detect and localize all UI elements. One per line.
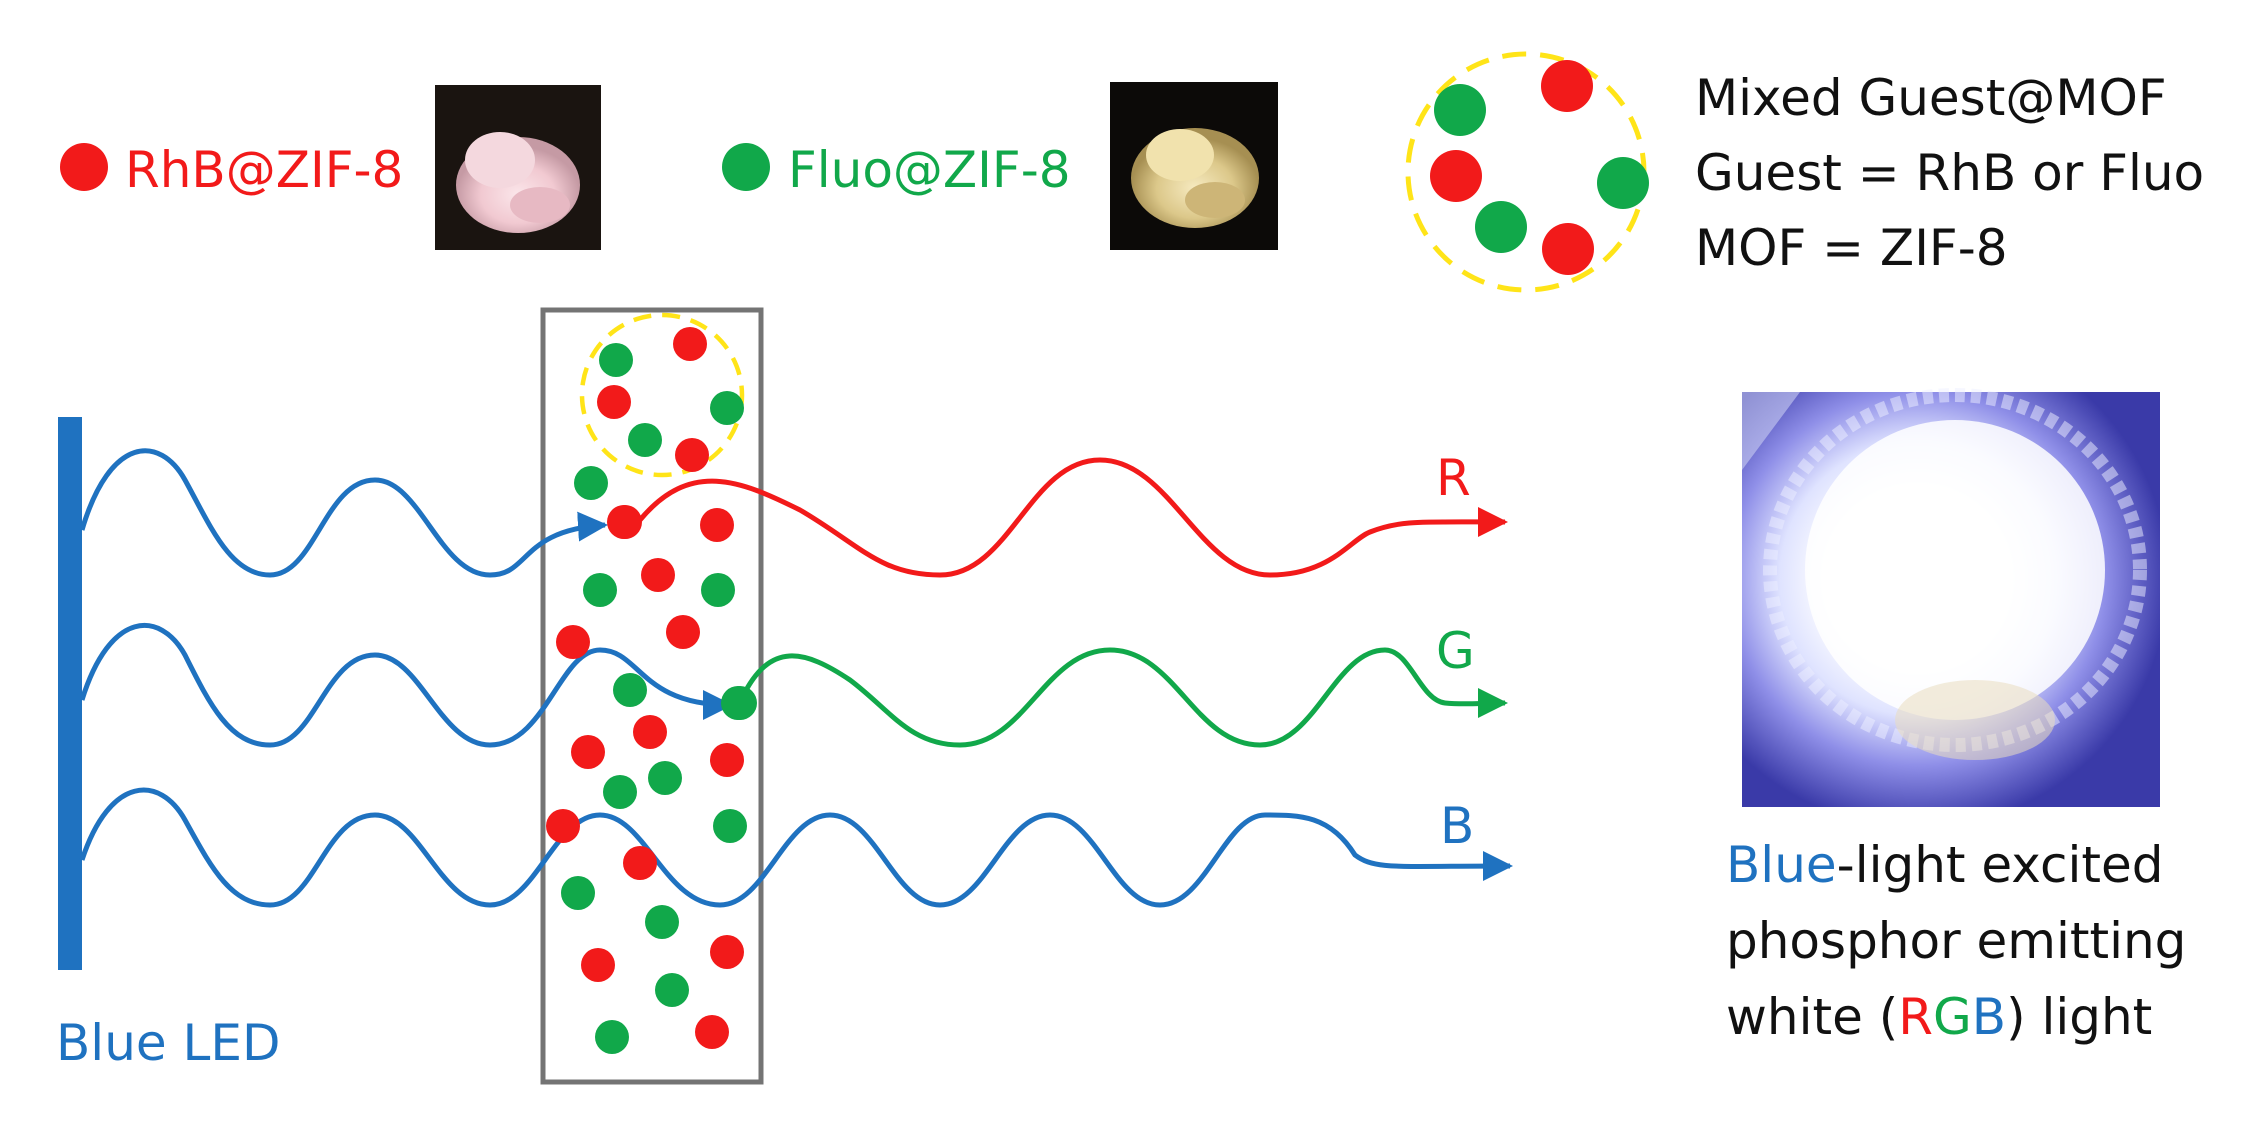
caption-line-1-rest: -light excited: [1837, 836, 2164, 894]
g-label: G: [1436, 622, 1475, 680]
blue-led-label: Blue LED: [56, 1014, 281, 1072]
box-cluster-outline: [579, 312, 745, 478]
caption-blue-word: Blue: [1726, 836, 1837, 894]
caption-white-pre: white (: [1726, 988, 1898, 1046]
fluo-green-dot: [722, 143, 770, 191]
b-label: B: [1440, 797, 1474, 855]
blue-wave-bottom: [79, 787, 1513, 908]
phosphor-box: [540, 307, 764, 1085]
phosphor-particles: [546, 327, 757, 1054]
caption-white-post: ) light: [2006, 988, 2152, 1046]
green-wave: [739, 647, 1508, 748]
mixed-line-3: MOF = ZIF-8: [1695, 219, 2008, 277]
rhb-powder-photo: [435, 85, 601, 250]
blue-wave-top: [79, 448, 608, 578]
caption-line-2: phosphor emitting: [1726, 912, 2186, 970]
white-light-photo: [1742, 388, 2160, 807]
blue-wave-middle: [79, 622, 733, 748]
rhb-red-dot: [60, 143, 108, 191]
mixed-guest-mof-cluster: [1405, 51, 1649, 293]
caption-line-3: white (RGB) light: [1726, 988, 2152, 1046]
mixed-line-2: Guest = RhB or Fluo: [1695, 144, 2204, 202]
mixed-line-1: Mixed Guest@MOF: [1695, 69, 2167, 127]
caption-line-1: Blue-light excited: [1726, 836, 2164, 894]
caption-r: R: [1898, 988, 1933, 1046]
fluo-powder-photo: [1110, 82, 1278, 250]
fluo-label: Fluo@ZIF-8: [788, 141, 1071, 199]
r-label: R: [1436, 449, 1471, 507]
caption-g: G: [1933, 988, 1972, 1046]
caption-b: B: [1972, 988, 2006, 1046]
blue-led-bar: [58, 417, 82, 970]
rhb-label: RhB@ZIF-8: [125, 141, 403, 199]
red-wave: [638, 457, 1508, 578]
